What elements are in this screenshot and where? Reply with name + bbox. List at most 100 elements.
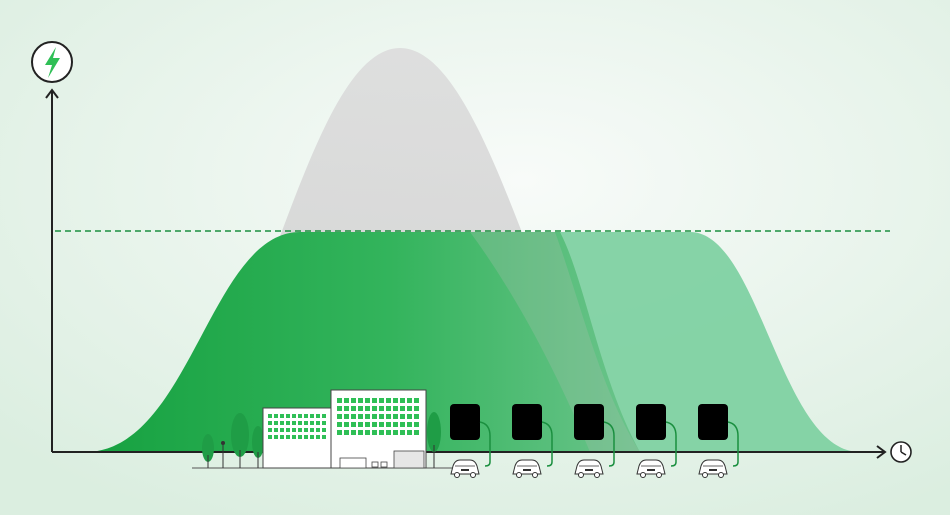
window (386, 398, 391, 403)
window (400, 430, 405, 435)
window (351, 398, 356, 403)
window (351, 430, 356, 435)
window (337, 398, 342, 403)
window (358, 422, 363, 427)
window (386, 422, 391, 427)
lightning-bolt-icon (32, 42, 72, 82)
window (379, 406, 384, 411)
window (372, 430, 377, 435)
window (386, 414, 391, 419)
window (351, 422, 356, 427)
window (365, 398, 370, 403)
window (337, 414, 342, 419)
window (337, 422, 342, 427)
ev-charger (450, 404, 480, 440)
window (280, 428, 284, 432)
window (407, 406, 412, 411)
office-building-large (331, 390, 426, 468)
window (414, 398, 419, 403)
window (358, 414, 363, 419)
window (393, 398, 398, 403)
window (400, 422, 405, 427)
window (292, 414, 296, 418)
window (286, 421, 290, 425)
ev-charger (574, 404, 604, 440)
window (292, 435, 296, 439)
window (274, 428, 278, 432)
window (310, 428, 314, 432)
window (344, 414, 349, 419)
window (407, 414, 412, 419)
window (310, 435, 314, 439)
window (393, 422, 398, 427)
window (414, 422, 419, 427)
ev-charger (512, 404, 542, 440)
window (268, 414, 272, 418)
window (304, 414, 308, 418)
window (298, 414, 302, 418)
window (351, 414, 356, 419)
window (268, 421, 272, 425)
window (286, 428, 290, 432)
window (344, 422, 349, 427)
window (274, 414, 278, 418)
window (344, 430, 349, 435)
window (407, 430, 412, 435)
window (292, 421, 296, 425)
window (386, 430, 391, 435)
window (337, 406, 342, 411)
window (286, 435, 290, 439)
window (365, 414, 370, 419)
window (414, 406, 419, 411)
window (414, 414, 419, 419)
window (310, 414, 314, 418)
window (322, 428, 326, 432)
window (292, 428, 296, 432)
window (274, 435, 278, 439)
clock-icon (891, 442, 911, 462)
window (298, 428, 302, 432)
window (304, 421, 308, 425)
window (379, 414, 384, 419)
window (280, 421, 284, 425)
window (407, 398, 412, 403)
window (280, 435, 284, 439)
window (351, 406, 356, 411)
window (358, 398, 363, 403)
window (400, 406, 405, 411)
window (379, 398, 384, 403)
window (372, 414, 377, 419)
window (304, 435, 308, 439)
window (268, 428, 272, 432)
window (372, 422, 377, 427)
window (358, 430, 363, 435)
window (322, 421, 326, 425)
window (344, 398, 349, 403)
window (393, 430, 398, 435)
window (316, 428, 320, 432)
window (286, 414, 290, 418)
window (365, 422, 370, 427)
window (372, 406, 377, 411)
window (379, 422, 384, 427)
window (316, 435, 320, 439)
window (393, 414, 398, 419)
window (407, 422, 412, 427)
window (322, 435, 326, 439)
ev-charger (636, 404, 666, 440)
window (268, 435, 272, 439)
window (358, 406, 363, 411)
window (365, 406, 370, 411)
window (280, 414, 284, 418)
window (274, 421, 278, 425)
window (414, 430, 419, 435)
window (400, 398, 405, 403)
window (337, 430, 342, 435)
window (393, 406, 398, 411)
window (304, 428, 308, 432)
office-building-small (263, 408, 333, 468)
window (316, 421, 320, 425)
ev-charger (698, 404, 728, 440)
window (379, 430, 384, 435)
